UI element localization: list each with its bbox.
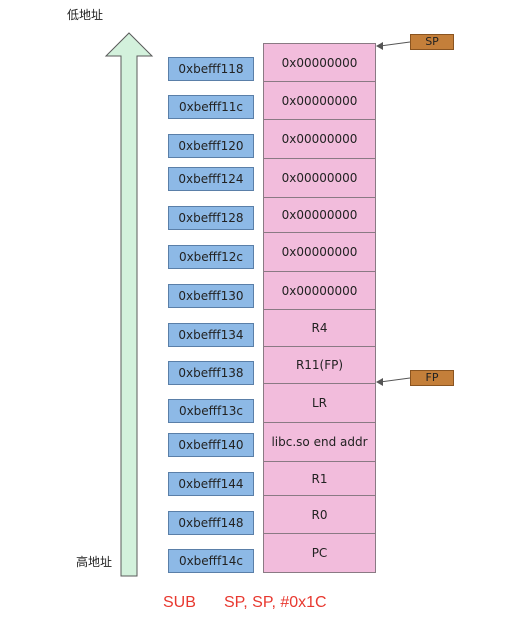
address-box: 0xbefff120: [168, 134, 254, 158]
address-box: 0xbefff144: [168, 472, 254, 496]
address-box: 0xbefff134: [168, 323, 254, 347]
fp-pointer-line: [379, 377, 411, 383]
stack-cell: PC: [263, 533, 376, 573]
address-box: 0xbefff11c: [168, 95, 254, 119]
stack-cell: R1: [263, 461, 376, 496]
sp-pointer-arrowhead: [376, 42, 383, 50]
address-box: 0xbefff13c: [168, 399, 254, 423]
address-box: 0xbefff148: [168, 511, 254, 535]
fp-pointer-arrowhead: [376, 378, 383, 386]
stack-cell: R4: [263, 309, 376, 347]
stack-cell: 0x00000000: [263, 197, 376, 233]
sp-pointer-line: [379, 41, 411, 47]
address-box: 0xbefff128: [168, 206, 254, 230]
high-address-label: 高地址: [76, 555, 113, 569]
address-box: 0xbefff12c: [168, 245, 254, 269]
low-address-label: 低地址: [67, 8, 104, 22]
stack-cell: 0x00000000: [263, 158, 376, 198]
address-box: 0xbefff14c: [168, 549, 254, 573]
stack-cell: 0x00000000: [263, 43, 376, 82]
address-box: 0xbefff138: [168, 361, 254, 385]
instruction-operands: SP, SP, #0x1C: [224, 594, 327, 611]
sp-pointer-label: SP: [410, 34, 454, 50]
address-box: 0xbefff130: [168, 284, 254, 308]
stack-cell: LR: [263, 383, 376, 423]
fp-pointer-label: FP: [410, 370, 454, 386]
stack-cell: 0x00000000: [263, 119, 376, 159]
address-box: 0xbefff124: [168, 167, 254, 191]
stack-cell: libc.so end addr: [263, 422, 376, 462]
stack-cell: R11(FP): [263, 346, 376, 384]
address-direction-arrow: [104, 32, 154, 577]
address-box: 0xbefff140: [168, 433, 254, 457]
stack-cell: 0x00000000: [263, 81, 376, 120]
stack-cell: 0x00000000: [263, 232, 376, 272]
address-box: 0xbefff118: [168, 57, 254, 81]
instruction-opcode: SUB: [163, 594, 196, 611]
stack-cell: 0x00000000: [263, 271, 376, 310]
stack-cell: R0: [263, 495, 376, 534]
